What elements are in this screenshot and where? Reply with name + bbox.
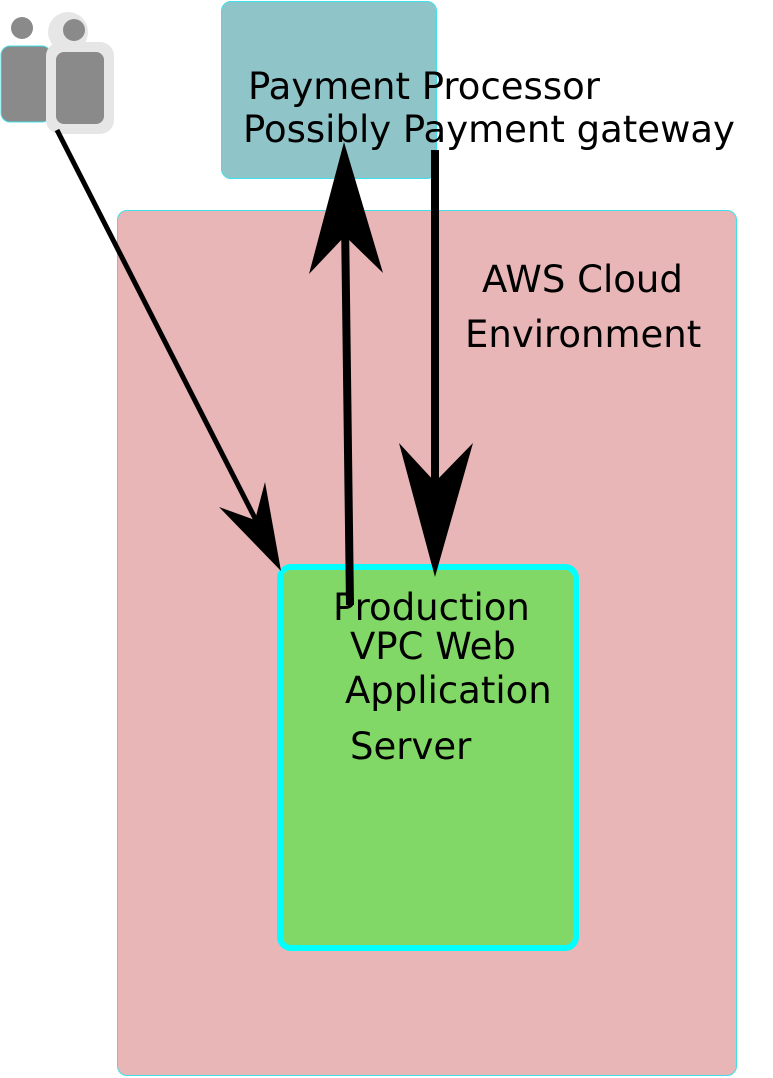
vpc-label-line4: Server xyxy=(350,725,472,768)
aws-label-line1: AWS Cloud xyxy=(482,258,683,301)
vpc-label-line1: Production xyxy=(333,586,530,629)
arrow-users-to-vpc-line xyxy=(54,128,265,534)
vpc-label-line2: VPC Web xyxy=(350,625,516,668)
user-front-head xyxy=(63,19,85,41)
payment-processor-box xyxy=(221,1,437,179)
aws-label-line2: Environment xyxy=(465,313,702,356)
users-group-icon xyxy=(0,12,114,134)
payment-label-line2: Possibly Payment gateway xyxy=(243,108,735,151)
arrow-vpc-to-payment-head xyxy=(309,142,383,274)
user-front-body xyxy=(56,52,104,124)
arrow-payment-to-vpc-head xyxy=(399,443,473,577)
arrow-users-to-vpc-head xyxy=(219,482,281,571)
vpc-label-line3: Application xyxy=(345,669,552,712)
vpc-web-app-server-box xyxy=(277,564,579,951)
user-back-head xyxy=(11,17,33,39)
arrow-vpc-to-payment-line xyxy=(341,219,354,606)
payment-label-line1: Payment Processor xyxy=(248,65,600,108)
user-back-body xyxy=(0,45,52,123)
